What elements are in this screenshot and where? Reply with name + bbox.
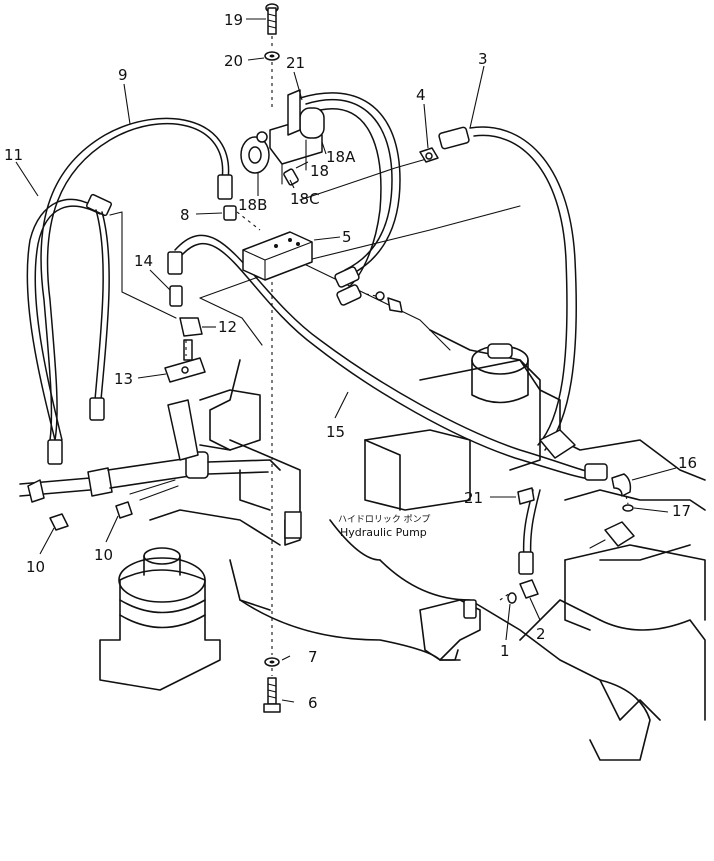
fitting-14 <box>169 285 183 307</box>
fitting-8 <box>223 205 237 221</box>
hose-upper-loops <box>299 92 401 306</box>
callout-5: 5 <box>342 228 352 246</box>
bolt-right-manifold <box>375 291 403 313</box>
callout-10-left: 10 <box>26 558 45 576</box>
callout-18: 18 <box>310 162 329 180</box>
callout-21-top: 21 <box>286 54 305 72</box>
hose-11 <box>26 193 113 465</box>
pump-label-japanese: ハイドロリック ポンプ <box>338 514 430 525</box>
callout-6: 6 <box>308 694 318 712</box>
callout-3: 3 <box>478 50 488 68</box>
manifold-block-5 <box>242 231 313 281</box>
hose-9 <box>40 117 233 441</box>
callout-18C: 18C <box>290 190 320 208</box>
callout-1: 1 <box>500 642 510 660</box>
hose-3 <box>438 126 577 459</box>
bolt-6 <box>263 677 281 713</box>
callout-4: 4 <box>416 86 426 104</box>
o-ring-1 <box>507 592 517 604</box>
elbow-16 <box>611 473 632 497</box>
bolt-19 <box>265 3 279 35</box>
callout-14: 14 <box>134 252 153 270</box>
callout-16: 16 <box>678 454 697 472</box>
callout-7: 7 <box>308 648 318 666</box>
elbow-10-mid <box>115 501 133 519</box>
solenoid-valve-18 <box>240 107 325 186</box>
tee-12 <box>179 317 203 337</box>
callout-13: 13 <box>114 370 133 388</box>
left-pipe-assembly <box>19 399 281 503</box>
elbow-10-left <box>49 513 69 531</box>
washer-7 <box>264 657 280 667</box>
callout-18B: 18B <box>238 196 267 214</box>
pump-label-english: Hydraulic Pump <box>340 526 427 539</box>
callout-2: 2 <box>536 625 546 643</box>
washer-20 <box>264 51 280 61</box>
callout-18A: 18A <box>326 148 356 166</box>
bracket-13 <box>164 339 206 383</box>
callout-8: 8 <box>180 206 190 224</box>
callout-10-mid: 10 <box>94 546 113 564</box>
bracket-21-top <box>287 89 301 136</box>
callout-20: 20 <box>224 52 243 70</box>
clamp-21-lower <box>517 487 535 505</box>
hose-15 <box>167 234 608 481</box>
leader-lines <box>15 18 677 703</box>
callout-15: 15 <box>326 423 345 441</box>
fitting-17 <box>589 504 635 549</box>
callout-9: 9 <box>118 66 128 84</box>
fitting-4 <box>419 147 439 163</box>
callout-12: 12 <box>218 318 237 336</box>
callout-17: 17 <box>672 502 691 520</box>
callout-11: 11 <box>4 146 23 164</box>
engine-block <box>99 205 706 761</box>
callout-21-lower: 21 <box>464 489 483 507</box>
callout-labels: 19 20 21 9 3 4 11 18A 18 18B 18C 8 5 14 … <box>4 11 697 712</box>
callout-19: 19 <box>224 11 243 29</box>
assembly-axis-lines <box>185 36 629 676</box>
adapter-2 <box>519 579 539 599</box>
